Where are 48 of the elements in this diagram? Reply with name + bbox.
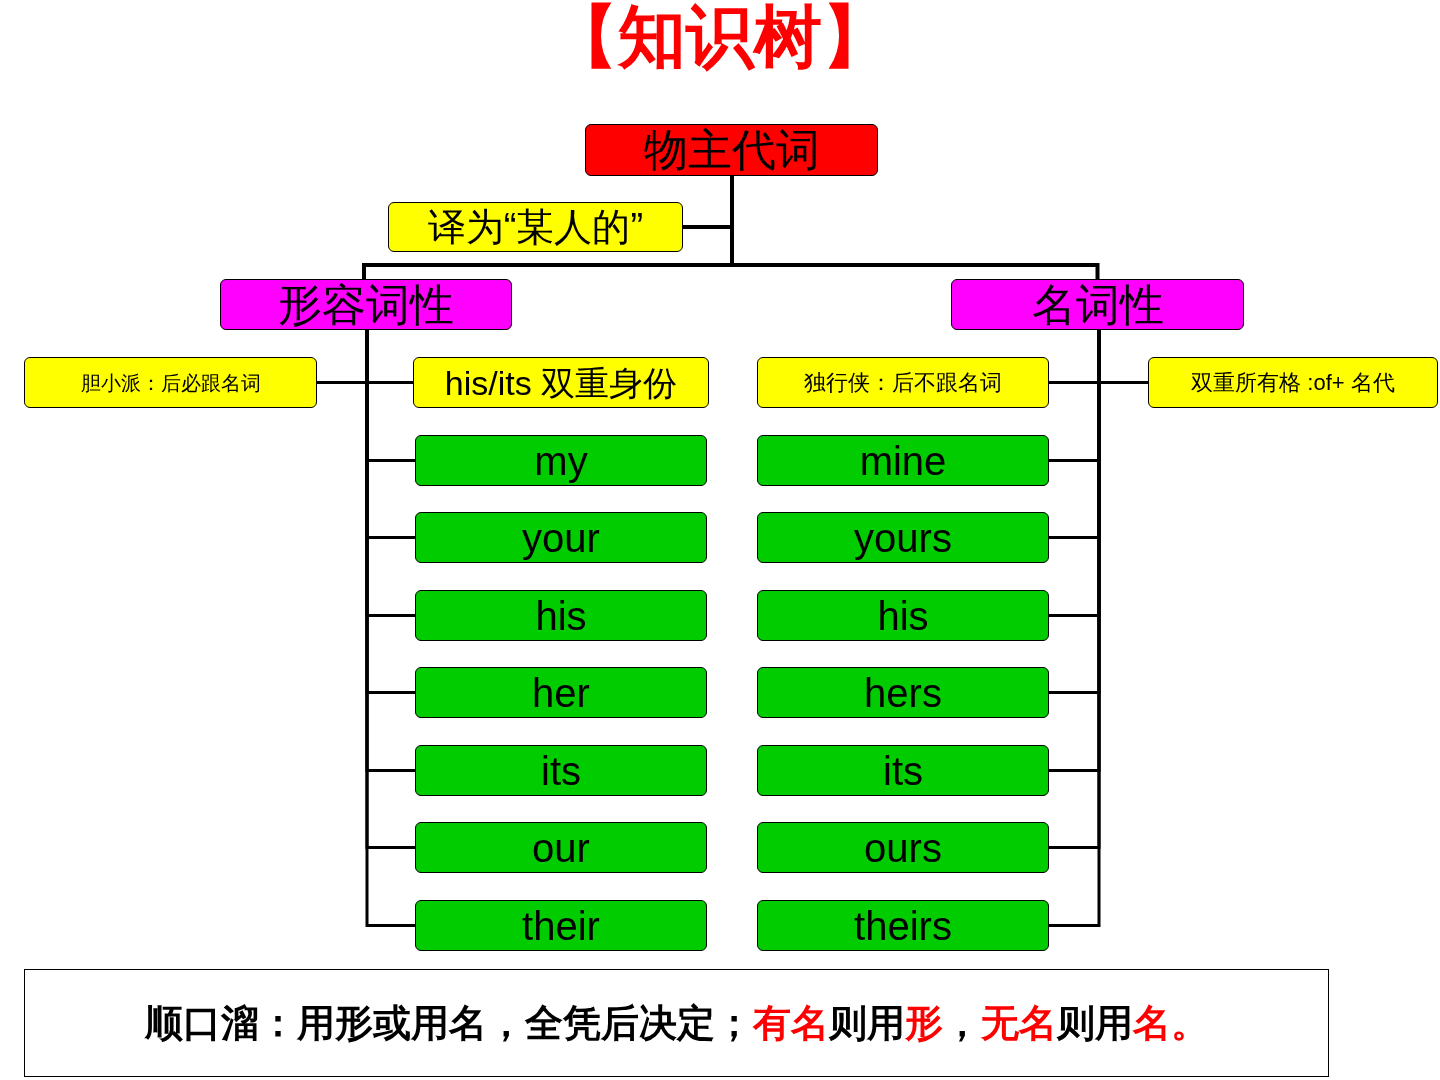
note-box [757, 357, 1049, 408]
pronoun-box [757, 900, 1049, 951]
pronoun-box [757, 512, 1049, 563]
pronoun-box [757, 667, 1049, 718]
node-label: her [532, 672, 590, 713]
pronoun-box [757, 435, 1049, 486]
node-label: yours [854, 517, 952, 558]
node-label: mine [859, 440, 947, 481]
node-label: his [877, 595, 929, 636]
node-label: his [535, 595, 587, 636]
node-label: his/its 双重身份 [444, 365, 678, 400]
pronoun-box [415, 900, 707, 951]
node-label: my [534, 440, 588, 481]
node-label: hers [864, 672, 942, 713]
pronoun-box [415, 822, 707, 873]
note-box [24, 357, 317, 408]
category-box [220, 279, 512, 330]
pronoun-box [415, 512, 707, 563]
note-box [388, 202, 683, 252]
node-label: its [541, 750, 581, 791]
pronoun-box [415, 590, 707, 641]
node-label: 独行侠：后不跟名词 [804, 371, 1002, 394]
node-label: 物主代词 [643, 128, 820, 172]
node-label: 双重所有格 :of+ 名代 [1191, 371, 1395, 394]
node-label: our [532, 827, 590, 868]
pronoun-box [415, 745, 707, 796]
pronoun-box [757, 822, 1049, 873]
pronoun-box [415, 667, 707, 718]
node-label: 形容词性 [278, 282, 454, 327]
connector-line [730, 176, 1100, 279]
note-box [413, 357, 709, 408]
category-box [951, 279, 1244, 330]
rhyme-text: 顺口溜：用形或用名，全凭后决定；有名则用形，无名则用名。 [144, 1000, 1209, 1046]
node-label: their [522, 905, 600, 946]
node-label: its [883, 750, 923, 791]
title: 【知识树】 [549, 0, 891, 76]
node-label: your [522, 517, 600, 558]
node-label: 译为“某人的” [427, 208, 644, 246]
node-label: ours [864, 827, 942, 868]
root-box [585, 124, 878, 176]
node-label: 名词性 [1031, 282, 1164, 327]
note-box [1148, 357, 1438, 408]
pronoun-box [757, 590, 1049, 641]
pronoun-box [415, 435, 707, 486]
pronoun-box [757, 745, 1049, 796]
rhyme-box [24, 969, 1329, 1077]
node-label: theirs [854, 905, 952, 946]
node-label: 胆小派：后必跟名词 [80, 372, 261, 393]
